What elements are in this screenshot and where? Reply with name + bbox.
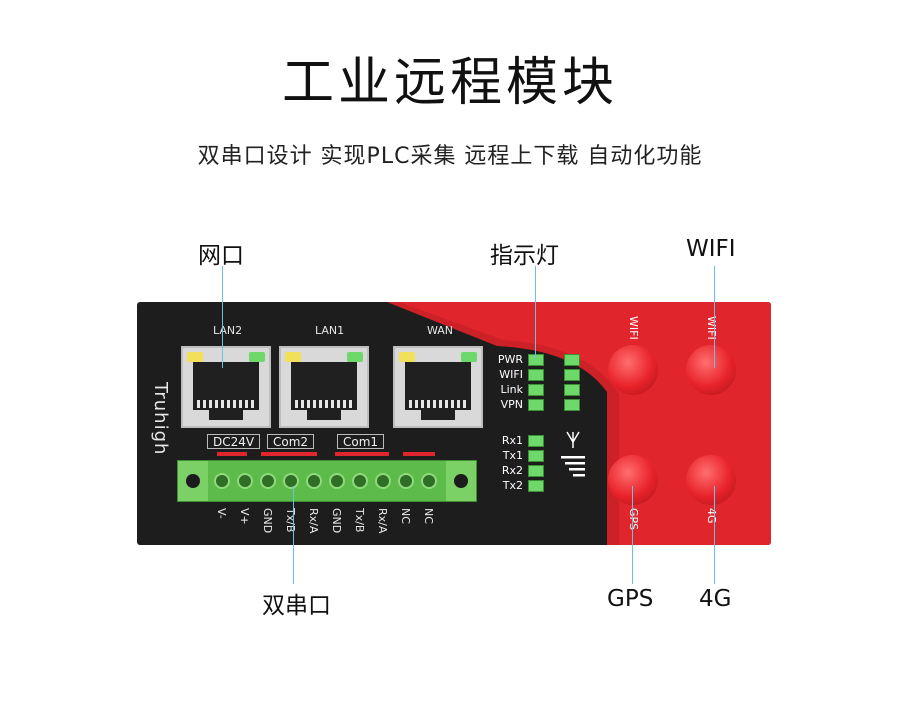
leader-line-wifi xyxy=(714,266,715,368)
pin-label-tx-b: Tx/B xyxy=(284,508,297,533)
pin-label-gnd: GND xyxy=(261,508,274,534)
leader-line-indicators xyxy=(535,266,536,358)
tag-com1: Com1 xyxy=(337,434,385,449)
status-led-pwr xyxy=(528,354,544,366)
serial-terminal-block xyxy=(177,460,477,502)
signal-strength-icon xyxy=(561,431,585,477)
port-led-yellow xyxy=(399,352,415,362)
led-label-rx1: Rx1 xyxy=(501,434,523,447)
callout-serial: 双串口 xyxy=(262,593,331,619)
tag-dc24v: DC24V xyxy=(207,434,261,449)
status-led-link xyxy=(528,384,544,396)
signal-led xyxy=(564,369,580,381)
signal-led xyxy=(564,384,580,396)
port-label-lan2: LAN2 xyxy=(213,324,243,337)
callout-gps: GPS xyxy=(607,586,654,612)
terminal-screw xyxy=(329,473,345,489)
led-label-vpn: VPN xyxy=(500,398,523,411)
industrial-router-device: Truhigh LAN2 LAN1 WAN DC24V Com2 Com1 xyxy=(137,302,771,545)
red-marker xyxy=(335,452,389,456)
red-accent-panel xyxy=(387,302,771,545)
port-label-wan: WAN xyxy=(427,324,454,337)
antenna-wifi-2 xyxy=(686,345,736,395)
page-subtitle: 双串口设计 实现PLC采集 远程上下载 自动化功能 xyxy=(197,144,703,169)
port-led-yellow xyxy=(285,352,301,362)
pin-label-rx-a: Rx/A xyxy=(376,508,389,534)
red-marker xyxy=(261,452,317,456)
terminal-screw xyxy=(214,473,230,489)
port-led-green xyxy=(347,352,363,362)
led-label-tx2: Tx2 xyxy=(502,479,523,492)
pin-label-nc: NC xyxy=(399,508,412,524)
status-led-wifi xyxy=(528,369,544,381)
leader-line-4g xyxy=(714,486,715,584)
antenna-label-4g: 4G xyxy=(705,508,718,524)
terminal-screw xyxy=(352,473,368,489)
port-led-yellow xyxy=(187,352,203,362)
brand-logo: Truhigh xyxy=(150,382,171,456)
pin-label-tx-b: Tx/B xyxy=(353,508,366,533)
port-led-green xyxy=(249,352,265,362)
terminal-screw xyxy=(398,473,414,489)
antenna-label-wifi-2: WIFI xyxy=(705,316,718,340)
led-label-tx1: Tx1 xyxy=(502,449,523,462)
led-label-link: Link xyxy=(500,383,523,396)
terminal-screw xyxy=(283,473,299,489)
terminal-screw xyxy=(375,473,391,489)
led-label-pwr: PWR xyxy=(497,353,523,366)
callout-ethernet: 网口 xyxy=(198,243,244,269)
leader-line-ethernet xyxy=(222,266,223,368)
led-label-rx2: Rx2 xyxy=(501,464,523,477)
antenna-label-gps: GPS xyxy=(627,508,640,531)
terminal-screw xyxy=(421,473,437,489)
pin-label-v-plus: V+ xyxy=(238,508,251,525)
pin-label-gnd: GND xyxy=(330,508,343,534)
leader-line-serial xyxy=(293,486,294,584)
pin-label-v-minus: V- xyxy=(215,508,228,519)
pin-label-rx-a: Rx/A xyxy=(307,508,320,534)
red-marker xyxy=(403,452,435,456)
page-title: 工业远程模块 xyxy=(281,53,618,113)
ethernet-port-lan2 xyxy=(181,346,271,428)
antenna-wifi-1 xyxy=(608,345,658,395)
terminal-screw xyxy=(237,473,253,489)
signal-led xyxy=(564,354,580,366)
antenna-4g xyxy=(686,455,736,505)
leader-line-gps xyxy=(632,486,633,584)
ethernet-port-wan xyxy=(393,346,483,428)
terminal-screw xyxy=(260,473,276,489)
callout-indicators: 指示灯 xyxy=(490,243,559,269)
callout-4g: 4G xyxy=(699,586,732,612)
serial-led-tx1 xyxy=(528,450,544,462)
terminal-screw xyxy=(306,473,322,489)
antenna-gps xyxy=(608,455,658,505)
port-led-green xyxy=(461,352,477,362)
antenna-label-wifi-1: WIFI xyxy=(627,316,640,340)
pin-label-nc: NC xyxy=(422,508,435,524)
led-label-wifi: WIFI xyxy=(499,368,523,381)
signal-led xyxy=(564,399,580,411)
serial-led-rx2 xyxy=(528,465,544,477)
red-marker xyxy=(217,452,247,456)
serial-led-tx2 xyxy=(528,480,544,492)
callout-wifi: WIFI xyxy=(686,236,736,262)
port-label-lan1: LAN1 xyxy=(315,324,345,337)
tag-com2: Com2 xyxy=(267,434,315,449)
serial-led-rx1 xyxy=(528,435,544,447)
ethernet-port-lan1 xyxy=(279,346,369,428)
status-led-vpn xyxy=(528,399,544,411)
